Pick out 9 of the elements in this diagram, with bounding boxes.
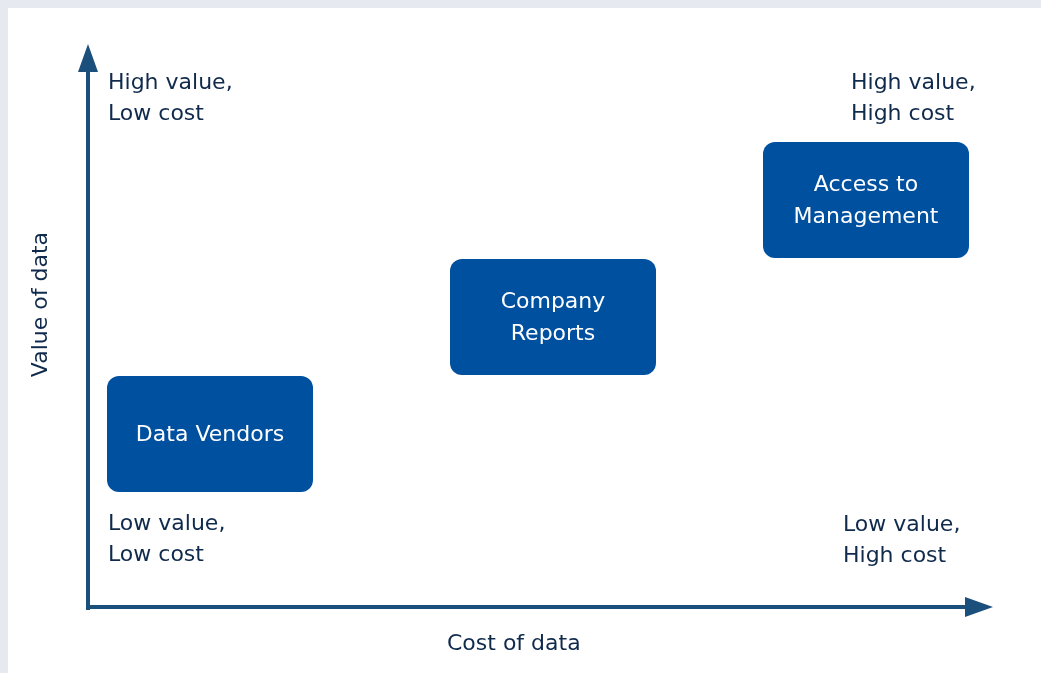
corner-label: Low value, Low cost: [108, 509, 227, 568]
category-box: Access to Management: [763, 142, 969, 258]
axis-title-y: Value of data: [26, 232, 53, 378]
corner-label: High value, Low cost: [108, 68, 234, 127]
axis-title-x: Cost of data: [447, 629, 582, 657]
corner-label: High value, High cost: [851, 68, 977, 127]
category-box: Data Vendors: [107, 376, 313, 492]
category-box: Company Reports: [450, 259, 656, 375]
corner-label: Low value, High cost: [843, 510, 962, 569]
